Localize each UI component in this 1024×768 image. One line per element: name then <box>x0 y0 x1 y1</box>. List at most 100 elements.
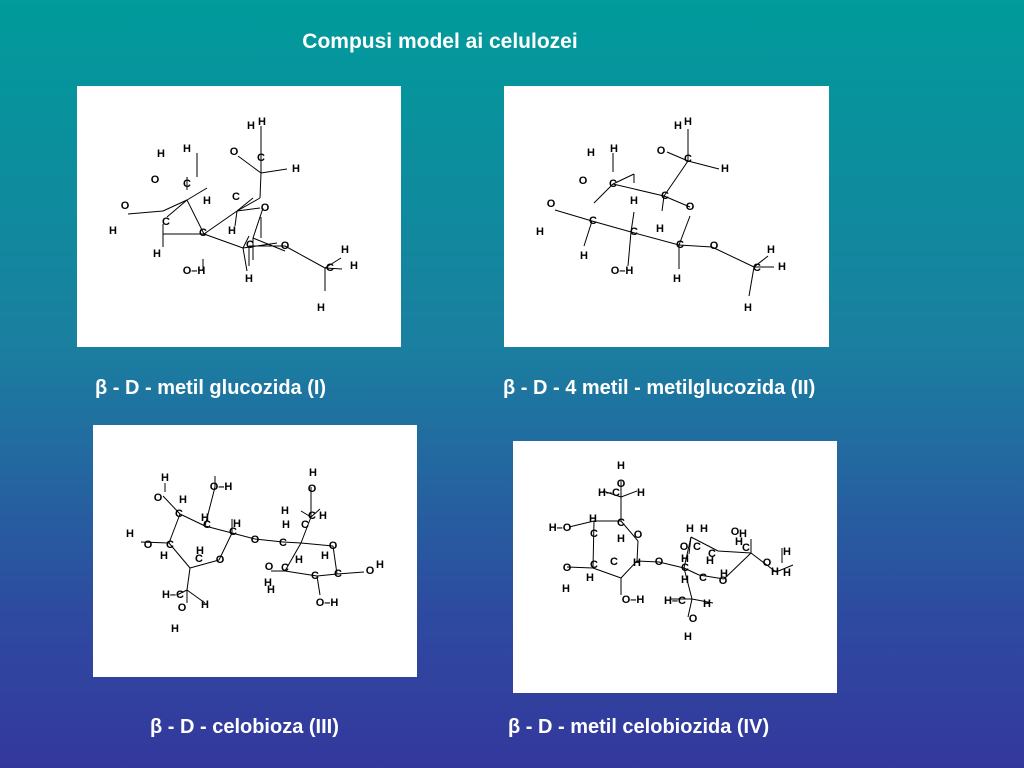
svg-text:O: O <box>689 613 698 625</box>
svg-text:H: H <box>681 574 689 586</box>
svg-text:O: O <box>308 483 317 495</box>
svg-text:O: O <box>329 540 338 552</box>
svg-text:C: C <box>742 542 750 554</box>
svg-text:H: H <box>341 244 349 256</box>
svg-text:H: H <box>617 460 625 472</box>
svg-text:H: H <box>783 567 791 579</box>
slide-title: Compusi model ai celulozei <box>302 30 578 53</box>
svg-text:H: H <box>580 250 588 262</box>
structure-panel-3: H H O–H O H O C H H C H C H C H H C O O … <box>93 425 417 677</box>
svg-text:H: H <box>536 226 544 238</box>
svg-text:O: O <box>178 602 187 614</box>
svg-text:H: H <box>376 559 384 571</box>
caption-structure-4: β - D - metil celobiozida (IV) <box>508 716 770 738</box>
svg-text:C: C <box>699 572 707 584</box>
svg-text:H: H <box>350 260 358 272</box>
svg-text:H: H <box>684 116 692 128</box>
svg-text:O: O <box>230 146 239 158</box>
svg-text:H: H <box>126 528 134 540</box>
svg-text:C: C <box>308 510 316 522</box>
svg-text:C: C <box>246 239 254 251</box>
svg-text:O: O <box>281 240 290 252</box>
caption-structure-3: β - D - celobioza (III) <box>150 716 339 738</box>
svg-text:H: H <box>247 120 255 132</box>
svg-text:H: H <box>703 598 711 610</box>
svg-text:O: O <box>547 198 556 210</box>
svg-text:C: C <box>617 517 625 529</box>
svg-text:H: H <box>656 223 664 235</box>
svg-text:O–H: O–H <box>316 597 339 609</box>
svg-text:O: O <box>763 557 772 569</box>
svg-text:O: O <box>686 201 695 213</box>
svg-text:H: H <box>153 248 161 260</box>
svg-text:H: H <box>309 467 317 479</box>
svg-text:C: C <box>311 570 319 582</box>
svg-text:H: H <box>735 536 743 548</box>
svg-text:H: H <box>783 546 791 558</box>
svg-text:O: O <box>366 565 375 577</box>
svg-text:C: C <box>753 262 761 274</box>
svg-text:C: C <box>676 239 684 251</box>
svg-text:H: H <box>201 512 209 524</box>
svg-text:H: H <box>721 163 729 175</box>
svg-text:C: C <box>681 562 689 574</box>
svg-text:C: C <box>175 508 183 520</box>
svg-text:H: H <box>319 510 327 522</box>
svg-text:O: O <box>151 174 160 186</box>
svg-text:O: O <box>731 526 740 538</box>
svg-text:C: C <box>684 153 692 165</box>
svg-text:C: C <box>229 526 237 538</box>
svg-text:O: O <box>710 240 719 252</box>
svg-text:H: H <box>562 583 570 595</box>
svg-text:H: H <box>281 505 289 517</box>
svg-text:H: H <box>179 494 187 506</box>
svg-text:H: H <box>160 550 168 562</box>
svg-text:C: C <box>630 226 638 238</box>
svg-text:H–C: H–C <box>162 589 184 601</box>
structure-methyl-methylglucoside: H H O C H H H O C C O H O C H C H C O H … <box>536 116 786 314</box>
svg-text:H: H <box>674 120 682 132</box>
svg-text:O: O <box>216 554 225 566</box>
svg-text:H–O: H–O <box>549 522 572 534</box>
svg-text:O–H: O–H <box>611 265 634 277</box>
svg-text:H: H <box>767 244 775 256</box>
structure-methyl-cellobioside: H O H–C H H H O H C H H–O C O H O C C H … <box>549 460 794 643</box>
svg-text:O: O <box>563 562 572 574</box>
svg-text:C: C <box>693 541 701 553</box>
svg-text:H: H <box>292 163 300 175</box>
svg-text:H: H <box>201 599 209 611</box>
svg-text:O–H: O–H <box>210 481 233 493</box>
svg-text:H: H <box>637 487 645 499</box>
svg-text:H: H <box>681 553 689 565</box>
svg-text:H: H <box>321 550 329 562</box>
svg-text:C: C <box>195 553 203 565</box>
svg-text:H: H <box>264 577 272 589</box>
svg-text:C: C <box>661 190 669 202</box>
svg-text:C: C <box>232 191 240 203</box>
svg-text:C: C <box>334 568 342 580</box>
structure-methyl-glucoside: H H O C H H H O C C H O O C C H H C O H … <box>109 116 358 314</box>
svg-text:H: H <box>706 555 714 567</box>
svg-text:C: C <box>589 215 597 227</box>
svg-text:H–C: H–C <box>664 595 686 607</box>
svg-text:C: C <box>610 556 618 568</box>
atom-h: H <box>258 116 266 128</box>
svg-text:O: O <box>655 556 664 568</box>
svg-text:C: C <box>199 227 207 239</box>
structure-panel-4: H O H–C H H H O H C H H–O C O H O C C H … <box>513 441 837 693</box>
svg-text:H: H <box>586 572 594 584</box>
svg-text:C: C <box>590 559 598 571</box>
svg-text:C: C <box>257 152 265 164</box>
svg-text:C: C <box>203 519 211 531</box>
svg-text:H: H <box>109 225 117 237</box>
svg-text:O: O <box>154 492 163 504</box>
svg-text:H: H <box>610 143 618 155</box>
svg-text:O–H: O–H <box>622 594 645 606</box>
svg-text:H: H <box>203 195 211 207</box>
svg-text:H: H <box>744 302 752 314</box>
svg-text:O–H: O–H <box>183 265 206 277</box>
svg-text:H: H <box>267 584 275 596</box>
svg-text:C: C <box>183 178 191 190</box>
svg-text:C: C <box>326 262 334 274</box>
svg-text:O: O <box>121 200 130 212</box>
